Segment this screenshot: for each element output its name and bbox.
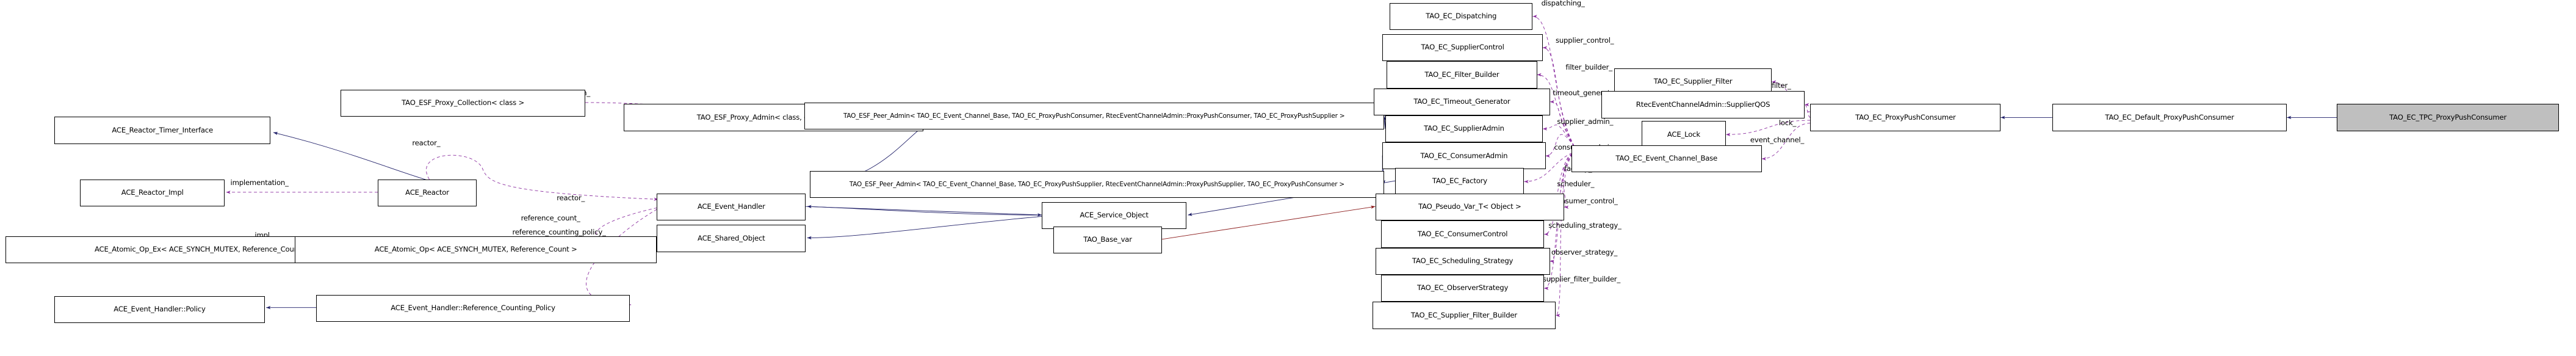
edge-paths [226,12,2337,319]
edge-label-reactor-self: reactor_ [412,138,441,147]
edge-sho-to-so [807,216,1042,242]
class-node-peer-admin-supplier[interactable]: TAO_ESF_Peer_Admin< TAO_EC_Event_Channel… [810,170,1384,198]
edge-so-to-eh [807,203,1042,215]
edge-label-supplier-admin: supplier_admin_ [1557,117,1614,126]
class-node-ec-event-channel-base[interactable]: TAO_EC_Event_Channel_Base [1571,145,1762,173]
edge-label-filter-builder: filter_builder_ [1565,62,1612,71]
edge-label-supplier-control: supplier_control_ [1556,35,1614,45]
edge-eh-to-pa-admin [806,206,1042,219]
edge-basevar-to-pseudo [1162,204,1375,239]
edge-label-scheduler: scheduler_ [1557,180,1595,189]
class-node-ec-dispatching[interactable]: TAO_EC_Dispatching [1389,2,1533,30]
class-node-ec-tpc-proxypushconsumer[interactable]: TAO_EC_TPC_ProxyPushConsumer [2337,104,2559,131]
edge-ppc-to-supplier-qos [1805,101,1815,117]
edge-label-reactor-eh: reactor_ [557,194,585,203]
class-node-ec-supplier-filter-builder[interactable]: TAO_EC_Supplier_Filter_Builder [1372,302,1556,329]
class-node-service-object[interactable]: ACE_Service_Object [1042,202,1186,230]
class-node-ec-consumer-admin[interactable]: TAO_EC_ConsumerAdmin [1382,142,1546,170]
class-node-pseudo-var-t[interactable]: TAO_Pseudo_Var_T< Object > [1375,194,1565,221]
class-node-ec-timeout-generator[interactable]: TAO_EC_Timeout_Generator [1374,88,1550,115]
class-node-ace-lock[interactable]: ACE_Lock [1641,121,1726,148]
class-node-peer-admin-consumer[interactable]: TAO_ESF_Peer_Admin< TAO_EC_Event_Channel… [804,102,1384,130]
class-node-base-var[interactable]: TAO_Base_var [1053,226,1163,254]
class-node-ec-observer-strategy[interactable]: TAO_EC_ObserverStrategy [1380,275,1545,302]
class-node-ec-consumer-control[interactable]: TAO_EC_ConsumerControl [1380,220,1545,248]
edge-label-supplier-filter-builder: supplier_filter_builder_ [1542,275,1621,284]
edge-label-scheduling-strategy: scheduling_strategy_ [1548,220,1622,230]
edge-label-consumer-control: consumer_control_ [1553,197,1618,206]
class-node-ec-filter-builder[interactable]: TAO_EC_Filter_Builder [1387,61,1537,89]
edge-ppc-to-ace-lock [1726,120,1810,139]
class-node-ec-scheduling-strategy[interactable]: TAO_EC_Scheduling_Strategy [1375,247,1550,275]
edge-label-dispatching: dispatching_ [1541,0,1585,7]
class-node-esf-proxy-collection[interactable]: TAO_ESF_Proxy_Collection< class > [341,89,586,117]
edge-label-event-channel: event_channel_ [1750,135,1805,144]
edge-label-impl: impl_ [254,231,273,240]
class-node-atomic-op[interactable]: ACE_Atomic_Op< ACE_SYNCH_MUTEX, Referenc… [295,236,657,264]
class-node-eh-ref-counting-policy[interactable]: ACE_Event_Handler::Reference_Counting_Po… [316,294,630,322]
class-node-shared-object[interactable]: ACE_Shared_Object [657,225,806,252]
edge-label-reference-counting-policy: reference_counting_policy_ [512,228,606,237]
class-node-reactor-timer-interface[interactable]: ACE_Reactor_Timer_Interface [54,117,271,144]
class-node-ec-supplier-control[interactable]: TAO_EC_SupplierControl [1382,34,1543,62]
class-node-ec-supplier-admin[interactable]: TAO_EC_SupplierAdmin [1385,115,1543,143]
edge-label-timeout-generator: timeout_generator_ [1553,88,1621,97]
edge-label-observer-strategy: observer_strategy_ [1551,248,1618,257]
class-node-ec-proxypushconsumer[interactable]: TAO_EC_ProxyPushConsumer [1810,104,2001,131]
edge-label-implementation: implementation_ [230,178,289,187]
class-node-reactor[interactable]: ACE_Reactor [378,179,477,207]
class-node-ec-factory[interactable]: TAO_EC_Factory [1395,168,1524,195]
class-node-reactor-impl[interactable]: ACE_Reactor_Impl [80,179,225,207]
edge-ecb-to-ec-supplier-filter-builder [1556,151,1577,319]
edge-label-lock: lock_ [1778,118,1797,127]
class-node-event-handler[interactable]: ACE_Event_Handler [657,194,806,221]
class-node-supplier-qos[interactable]: RtecEventChannelAdmin::SupplierQOS [1601,91,1805,118]
class-node-eh-policy[interactable]: ACE_Event_Handler::Policy [54,296,265,324]
class-node-ec-default-proxypushconsumer[interactable]: TAO_EC_Default_ProxyPushConsumer [2052,104,2287,131]
edge-label-filter: filter_ [1772,81,1791,90]
edge-label-reference-count: reference_count_ [521,214,580,223]
